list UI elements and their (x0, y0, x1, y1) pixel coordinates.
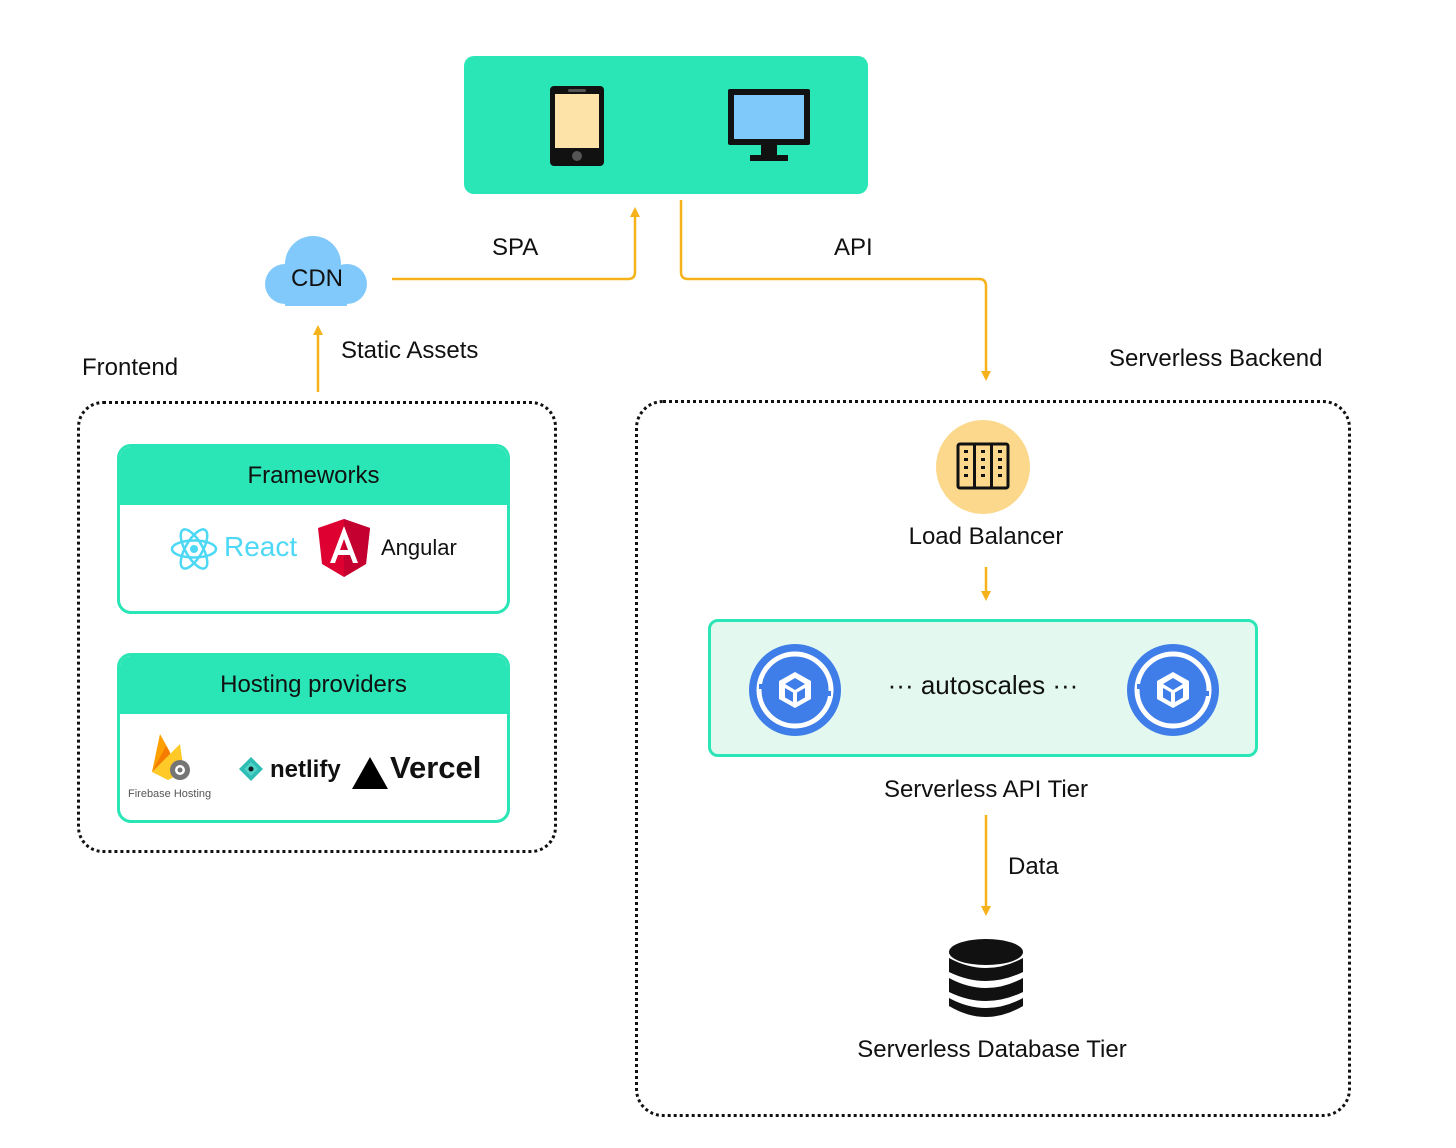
serverless-service-icon-right (1127, 644, 1219, 736)
database-tier-label: Serverless Database Tier (857, 1036, 1127, 1063)
firebase-label: Firebase Hosting (128, 788, 212, 800)
vercel-label: Vercel (390, 750, 482, 785)
desktop-monitor-icon (728, 89, 810, 161)
serverless-service-icon-left (749, 644, 841, 736)
load-balancer-label: Load Balancer (908, 523, 1064, 550)
backend-title: Serverless Backend (1109, 345, 1323, 372)
mobile-phone-icon (550, 86, 604, 166)
react-logo-icon (170, 528, 218, 570)
angular-label: Angular (381, 535, 457, 560)
frameworks-card: Frameworks React Angular (117, 444, 510, 614)
backend-group (635, 400, 1351, 1117)
api-tier-label: Serverless API Tier (883, 776, 1089, 803)
frameworks-title: Frameworks (120, 447, 507, 505)
static-assets-label: Static Assets (341, 337, 479, 364)
netlify-label: netlify (270, 756, 341, 783)
database-icon (949, 939, 1023, 1017)
cdn-cloud-icon (265, 236, 367, 306)
hosting-title: Hosting providers (120, 656, 507, 714)
serverless-api-tier-box: ··· autoscales ··· (708, 619, 1258, 757)
autoscales-label: ··· autoscales ··· (887, 670, 1079, 700)
firebase-logo-icon (152, 734, 190, 780)
data-label: Data (1008, 853, 1059, 880)
spa-label: SPA (492, 234, 539, 261)
frontend-title: Frontend (82, 354, 179, 381)
vercel-logo-icon (352, 757, 388, 789)
hosting-card: Hosting providers Firebase Hosting netli… (117, 653, 510, 823)
hosting-logos: Firebase Hosting netlify Vercel (120, 714, 507, 820)
frameworks-logos: React Angular (120, 505, 507, 611)
cdn-label: CDN (291, 265, 343, 292)
react-label: React (224, 531, 298, 562)
angular-logo-icon (318, 519, 370, 577)
api-label: API (834, 234, 873, 261)
client-devices-box (464, 56, 868, 194)
load-balancer-icon (936, 420, 1030, 514)
api-arrow (679, 200, 991, 381)
spa-arrow (392, 207, 640, 281)
netlify-logo-icon (239, 757, 263, 781)
frontend-group (77, 401, 557, 853)
